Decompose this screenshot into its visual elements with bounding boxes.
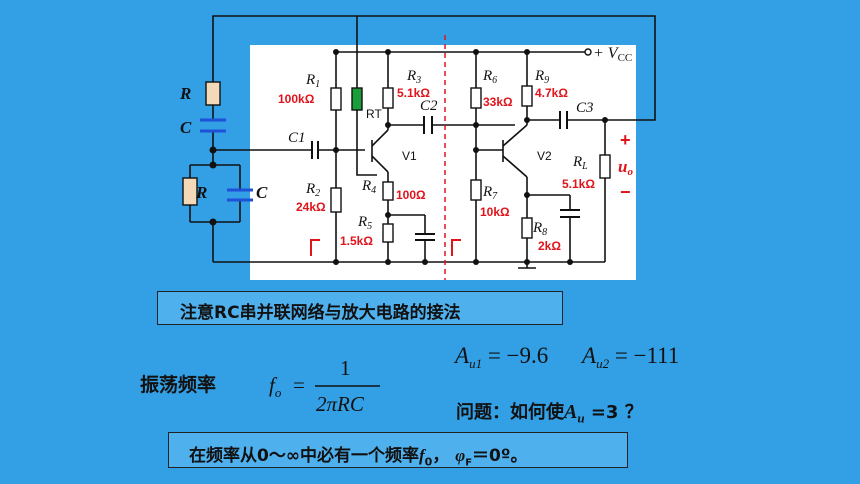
c3-label: C3 xyxy=(576,100,594,116)
capacitor-emitter-1 xyxy=(415,233,435,241)
freq-label: 振荡频率 xyxy=(140,374,217,396)
note-box: 注意RC串并联网络与放大电路的接法 xyxy=(157,291,563,325)
v2-label: V2 xyxy=(537,149,552,163)
bottom-note-box: 在频率从0～∞中必有一个频率f0， φF＝0º。 xyxy=(168,432,628,468)
rc-parallel-resistor xyxy=(182,177,198,206)
resistor-r8 xyxy=(521,217,533,239)
r1-label: R1 xyxy=(305,72,320,90)
r5-label: R5 xyxy=(357,214,372,232)
rc-r2-label: R xyxy=(195,183,207,202)
rc-parallel-capacitor xyxy=(227,188,253,202)
junction-dots xyxy=(209,49,608,265)
rl-value: 5.1kΩ xyxy=(562,177,595,191)
signal-arrows xyxy=(310,239,461,256)
resistor-r4 xyxy=(382,181,394,201)
capacitor-c2 xyxy=(423,116,433,134)
vcc-terminal xyxy=(584,48,592,56)
rl-label: RL xyxy=(572,154,588,172)
r2-label: R2 xyxy=(305,181,320,199)
c2-label: C2 xyxy=(420,98,438,114)
rc-c1-label: C xyxy=(180,118,192,137)
rc-series-resistor xyxy=(205,81,221,106)
r9-label: R9 xyxy=(534,68,549,86)
capacitor-c1 xyxy=(311,141,319,159)
r2-value: 24kΩ xyxy=(296,200,326,214)
gain-au1: Au1 = −9.6 xyxy=(453,343,548,371)
r9-value: 4.7kΩ xyxy=(535,86,568,100)
r4-value: 100Ω xyxy=(396,188,426,202)
capacitor-emitter-2 xyxy=(560,209,580,218)
freq-lhs: fo xyxy=(269,373,282,400)
resistor-r2 xyxy=(330,187,342,213)
r8-value: 2kΩ xyxy=(538,239,561,253)
r3-label: R3 xyxy=(406,68,421,86)
v1-label: V1 xyxy=(402,149,417,163)
resistor-r9 xyxy=(521,85,533,107)
capacitor-c3 xyxy=(559,111,568,129)
r4-label: R4 xyxy=(361,178,376,196)
r3-value: 5.1kΩ xyxy=(397,86,430,100)
rc-r1-label: R xyxy=(179,84,191,103)
gain-au2: Au2 = −111 xyxy=(580,343,679,371)
output-minus: − xyxy=(620,182,631,202)
r7-value: 10kΩ xyxy=(480,205,510,219)
r8-label: R8 xyxy=(532,220,547,238)
r6-label: R6 xyxy=(482,68,497,86)
freq-equals: = xyxy=(293,373,305,397)
resistor-rt xyxy=(351,87,363,111)
output-uo: uo xyxy=(618,157,633,178)
freq-denominator: 2πRC xyxy=(316,392,365,416)
resistor-r6 xyxy=(470,87,482,109)
r7-label: R7 xyxy=(482,184,498,202)
r5-value: 1.5kΩ xyxy=(340,234,373,248)
c1-label: C1 xyxy=(288,130,306,146)
question-text: 问题：如何使Au =3 ？ xyxy=(456,401,643,426)
resistor-r7 xyxy=(470,179,482,201)
vcc-label: + VCC xyxy=(593,45,632,64)
note-text: 注意RC串并联网络与放大电路的接法 xyxy=(180,303,461,323)
freq-numerator: 1 xyxy=(340,356,351,380)
output-plus: + xyxy=(620,130,631,150)
resistor-r5 xyxy=(382,223,394,243)
rc-series-capacitor xyxy=(200,118,226,133)
r6-value: 33kΩ xyxy=(483,95,513,109)
resistor-r1 xyxy=(330,87,342,111)
rc-c2-label: C xyxy=(256,183,268,202)
resistor-r3 xyxy=(382,87,394,109)
r1-value: 100kΩ xyxy=(278,92,315,106)
resistor-rl xyxy=(599,154,611,179)
rt-label: RT xyxy=(366,107,382,121)
